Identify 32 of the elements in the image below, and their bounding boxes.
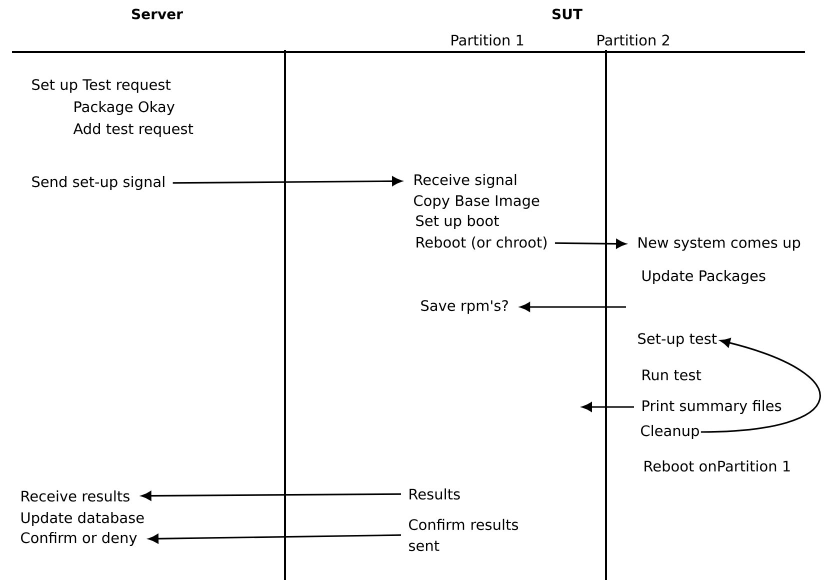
step-text: Print summary files [642, 400, 782, 414]
step-text: Set-up test [638, 333, 717, 347]
step-text: Receive results [22, 490, 130, 502]
step-text: Package Okay [74, 100, 175, 115]
step-text: Confirm or deny [21, 532, 137, 546]
arrow [520, 302, 626, 312]
step-text: Update database [21, 512, 144, 526]
arrow [172, 176, 402, 186]
column-heading: SUT [552, 8, 582, 20]
step-text: Send set-up signal [32, 176, 164, 190]
step-text: Reboot onPartition 1 [644, 460, 790, 472]
arrow [141, 491, 402, 501]
step-text: Update Packages [642, 270, 766, 284]
step-text: Set up Test request [32, 79, 171, 93]
step-text: Results [410, 488, 460, 500]
arrow [554, 239, 626, 249]
step-text: Add test request [73, 122, 194, 137]
step-text: Run test [642, 370, 702, 380]
step-text: Receive signal [414, 174, 516, 188]
partition-heading: Partition 1 [452, 34, 524, 46]
step-text: Save rpm's? [421, 300, 508, 314]
partition-heading: Partition 2 [598, 34, 670, 46]
arrow [148, 534, 402, 544]
step-text: Confirm results sent [409, 518, 518, 552]
step-text: Set up boot [416, 214, 499, 229]
step-text: Reboot (or chroot) [416, 236, 547, 250]
step-text: Copy Base Image [414, 195, 540, 209]
step-text: New system comes up [638, 237, 800, 251]
column-heading: Server [132, 8, 183, 20]
arrow [582, 402, 634, 412]
arrow [700, 338, 820, 433]
step-text: Cleanup [641, 424, 699, 439]
